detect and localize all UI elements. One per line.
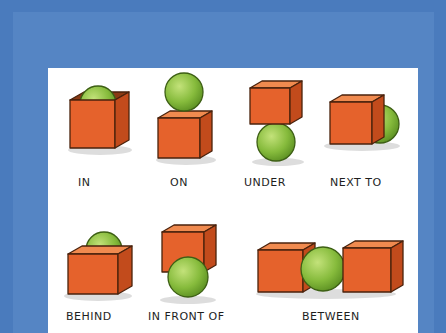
preposition-label: IN FRONT OF [148, 310, 225, 323]
preposition-label: UNDER [244, 176, 286, 189]
preposition-label: IN [78, 176, 90, 189]
preposition-label: BETWEEN [302, 310, 360, 323]
preposition-label: NEXT TO [330, 176, 382, 189]
preposition-label: BEHIND [66, 310, 112, 323]
preposition-label: ON [170, 176, 188, 189]
